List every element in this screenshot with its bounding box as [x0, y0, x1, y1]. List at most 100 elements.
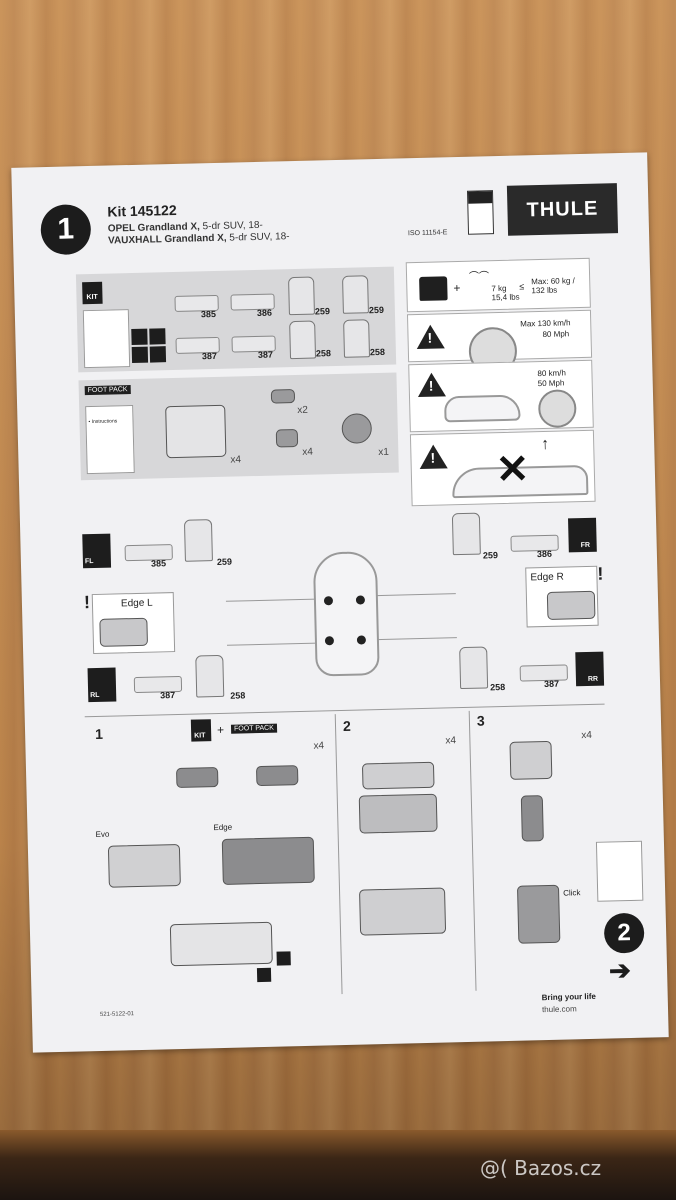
edge-right-diagram: Edge R [525, 565, 599, 628]
rr-square [149, 346, 167, 363]
instruction-sheet: 1 Kit 145122 OPEL Grandland X, 5-dr SUV,… [11, 152, 669, 1053]
foot-pack-panel: FOOT PACK • Instructions x4 x2 x4 x1 [78, 372, 399, 481]
edge-left-diagram: Edge L [91, 592, 176, 655]
car-top-view [312, 551, 380, 677]
iso-standard: ISO 11154-E [407, 229, 448, 238]
rl-position-square: RL [87, 667, 117, 703]
warning-triangle-icon [417, 372, 446, 398]
rack-icon: ⌒⌒ [468, 271, 490, 283]
foot-assembly-illustration [255, 765, 299, 787]
kitfoot-259-a [288, 276, 315, 316]
torque-tool-icon [341, 413, 373, 444]
next-pack-thumbnail [595, 840, 644, 902]
part-label-259-b: 259 [368, 304, 385, 316]
plus-sign: + [216, 722, 225, 738]
foot-qty: x4 [230, 454, 242, 466]
guide-line [372, 637, 457, 641]
step-divider [468, 710, 477, 991]
kitfoot-258-a [289, 320, 317, 360]
max-speed-warning: Max 130 km/h 80 Mph [406, 309, 593, 376]
foot-pack-icon-small: FOOT PACK [230, 723, 277, 734]
fl-pad-label: 385 [150, 558, 167, 569]
rl-pad-label: 387 [160, 690, 176, 701]
fr-position-square: FR [568, 517, 597, 553]
fl-square [131, 328, 148, 346]
key-qty: x2 [297, 404, 308, 416]
fr-square [149, 328, 166, 345]
next-step-badge: 2 [603, 912, 645, 954]
step-3-number: 3 [476, 712, 485, 729]
rr-pad-label: 387 [543, 678, 560, 690]
fr-foot-label: 259 [482, 550, 499, 561]
foot-pack-thumbnail: • Instructions [85, 404, 135, 475]
tool-qty: x1 [378, 446, 390, 459]
tuv-certification-icon [466, 190, 495, 235]
foot-pad-icon [165, 404, 227, 459]
mini-square [276, 951, 291, 966]
rr-position-square: RR [575, 651, 605, 687]
cross-icon: ✕ [495, 447, 530, 493]
foot-258-rl [195, 654, 225, 698]
arrow-up-icon: ↑ [540, 435, 550, 454]
brand-url: thule.com [541, 1004, 577, 1015]
edge-label: Edge [213, 822, 233, 833]
step-1-number: 1 [94, 725, 104, 743]
guide-line [225, 598, 316, 602]
foot-258-rr [459, 646, 489, 690]
lock-cylinder-icon [275, 428, 299, 448]
foot-259-fr [451, 512, 481, 556]
foot-bracket-illustration [520, 795, 544, 842]
foot-assembly-illustration [175, 767, 219, 789]
rr-foot-label: 258 [489, 681, 506, 693]
exclamation-icon-right: ! [597, 563, 604, 584]
guide-line [226, 642, 317, 646]
kitfoot-259-b [342, 275, 369, 314]
kit-icon-small: KIT [190, 719, 212, 742]
rl-square [131, 346, 149, 364]
click-label: Click [563, 888, 581, 898]
exclamation-icon-left: ! [83, 592, 91, 613]
evo-foot-illustration [107, 843, 181, 888]
kitfoot-258-b [343, 319, 371, 358]
edge-foot-shape [99, 617, 148, 647]
guide-line [371, 593, 456, 597]
table-edge [0, 1130, 676, 1200]
step-2-number: 2 [342, 717, 352, 734]
speed-gauge-icon [537, 389, 577, 429]
foot-259-fl [183, 519, 213, 562]
mini-square [256, 967, 272, 983]
brand-slogan: Bring your life [541, 991, 597, 1003]
pad-illustration [361, 761, 435, 790]
part-label-387-b: 387 [257, 349, 274, 360]
step-1-qty: x4 [313, 740, 325, 752]
weight-icon [419, 276, 448, 301]
thule-logo: THULE [506, 183, 619, 236]
no-lift-warning: ✕ ↑ [409, 429, 596, 507]
loaded-car-icon [443, 394, 521, 423]
step-number-badge: 1 [40, 203, 92, 256]
loaded-speed-warning: 80 km/h 50 Mph [408, 359, 594, 433]
kit-contents-thumbnail [82, 309, 131, 369]
bazos-watermark: @( Bazos.cz [480, 1156, 602, 1180]
lock-insert-illustration [169, 921, 273, 967]
kit-box-icon: KIT [82, 281, 103, 305]
evo-label: Evo [95, 829, 110, 840]
pad-foot-illustration [509, 740, 553, 780]
document-number: 521-5122-01 [99, 1011, 135, 1018]
warning-triangle-icon [416, 324, 445, 350]
pad-insert-illustration [358, 793, 438, 834]
kit-title: Kit 145122 [107, 201, 177, 220]
step-divider [334, 714, 343, 995]
pad-press-illustration [359, 887, 447, 936]
step-3-qty: x4 [581, 729, 593, 742]
part-label-258-a: 258 [315, 348, 332, 359]
arrow-right-icon: ➔ [608, 955, 632, 986]
edge-foot-illustration [221, 836, 315, 885]
fr-pad-label: 386 [536, 548, 553, 560]
click-assembly-illustration [516, 884, 561, 944]
fl-position-square: FL [82, 533, 112, 569]
part-label-385: 385 [200, 308, 217, 320]
max-load-warning: + ⌒⌒ 7 kg 15,4 lbs ≤ Max: 60 kg / 132 lb… [405, 257, 591, 313]
part-label-387-a: 387 [201, 350, 218, 362]
lock-qty: x4 [302, 446, 314, 458]
